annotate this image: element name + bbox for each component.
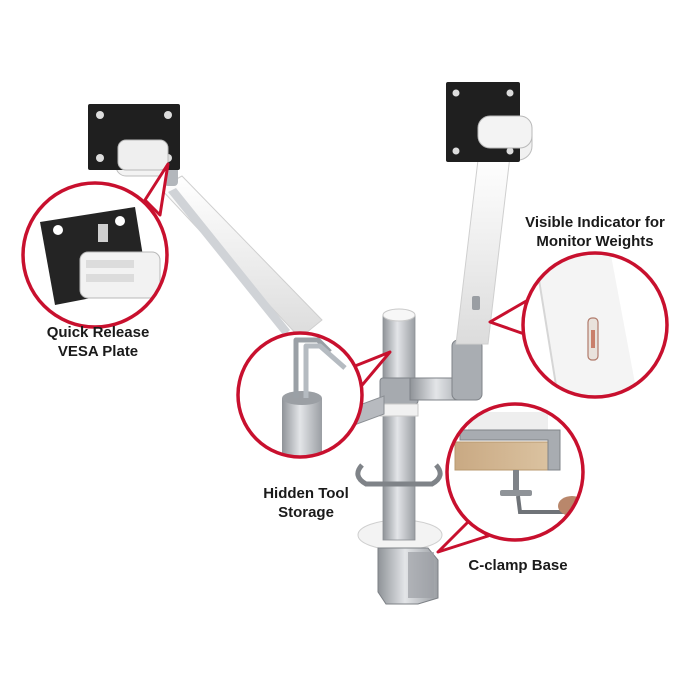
desk-closeup [454, 441, 556, 471]
clamp-closeup [459, 429, 561, 471]
label-visible-indicator: Visible Indicator for Monitor Weights [505, 213, 685, 251]
callout-hidden-tool [236, 331, 392, 459]
cable-clip [355, 463, 443, 487]
allen-key [293, 337, 332, 398]
label-line: Monitor Weights [536, 233, 654, 250]
callout-visible-indicator [488, 251, 669, 399]
label-line: Quick Release [46, 324, 150, 341]
pole-closeup [282, 398, 322, 457]
callout-pointer [143, 162, 170, 217]
monitor-arm [88, 82, 533, 605]
label-line: Hidden Tool [263, 485, 349, 502]
callout-quick-release [21, 162, 170, 329]
label-hidden-tool: Hidden Tool Storage [252, 484, 360, 522]
label-line: Storage [278, 504, 334, 521]
label-quick-release: Quick Release VESA Plate [28, 323, 168, 361]
main-pole [382, 314, 416, 541]
callout-c-clamp [436, 402, 585, 554]
label-line: VESA Plate [57, 343, 139, 360]
label-line: Visible Indicator for [525, 214, 665, 231]
hex-key-in-hand [516, 495, 565, 514]
label-line: C-clamp Base [468, 557, 568, 574]
label-c-clamp: C-clamp Base [458, 556, 578, 575]
